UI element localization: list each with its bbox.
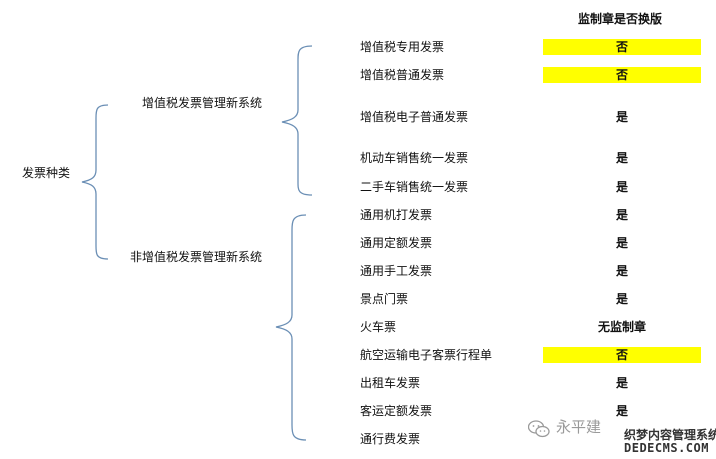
invoice-type-label: 增值税专用发票 [360,40,445,54]
seal-change-answer: 是 [615,264,628,278]
bracket-lines [81,45,313,441]
seal-change-answer: 是 [615,376,628,390]
group-label: 增值税发票管理新系统 [142,96,263,110]
invoice-type-label: 火车票 [360,320,397,334]
invoice-type-label: 通用手工发票 [360,264,433,278]
seal-change-answer: 无监制章 [597,320,646,334]
header-title: 监制章是否换版 [578,12,663,26]
group1-bracket [281,45,313,196]
group-label: 非增值税发票管理新系统 [130,250,263,264]
invoice-type-label: 二手车销售统一发票 [360,180,469,194]
invoice-type-label: 出租车发票 [360,376,421,390]
invoice-type-label: 客运定额发票 [360,404,433,418]
seal-change-answer: 否 [543,39,701,55]
invoice-type-label: 增值税普通发票 [360,68,445,82]
root-label: 发票种类 [22,166,71,180]
watermark-cms-text: 织梦内容管理系统 [624,428,716,442]
invoice-type-label: 景点门票 [360,292,409,306]
root-bracket [81,104,109,260]
invoice-type-label: 航空运输电子客票行程单 [360,348,493,362]
invoice-type-label: 机动车销售统一发票 [360,151,469,165]
seal-change-answer: 否 [543,347,701,363]
invoice-type-label: 通行费发票 [360,432,421,446]
invoice-type-label: 通用定额发票 [360,236,433,250]
watermark: 永平建 织梦内容管理系统 DEDECMS.COM [528,414,716,459]
group2-bracket [275,214,307,441]
wechat-logo-icon [528,420,550,438]
seal-change-answer: 是 [615,180,628,194]
seal-change-answer: 是 [615,404,628,418]
seal-change-answer: 是 [615,236,628,250]
seal-change-answer: 是 [615,110,628,124]
watermark-text: 永平建 [556,418,602,436]
invoice-type-label: 通用机打发票 [360,208,433,222]
seal-change-answer: 是 [615,292,628,306]
seal-change-answer: 是 [615,208,628,222]
seal-change-answer: 是 [615,151,628,165]
watermark-url: DEDECMS.COM [624,441,709,455]
seal-change-answer: 否 [543,67,701,83]
invoice-type-label: 增值税电子普通发票 [360,110,469,124]
